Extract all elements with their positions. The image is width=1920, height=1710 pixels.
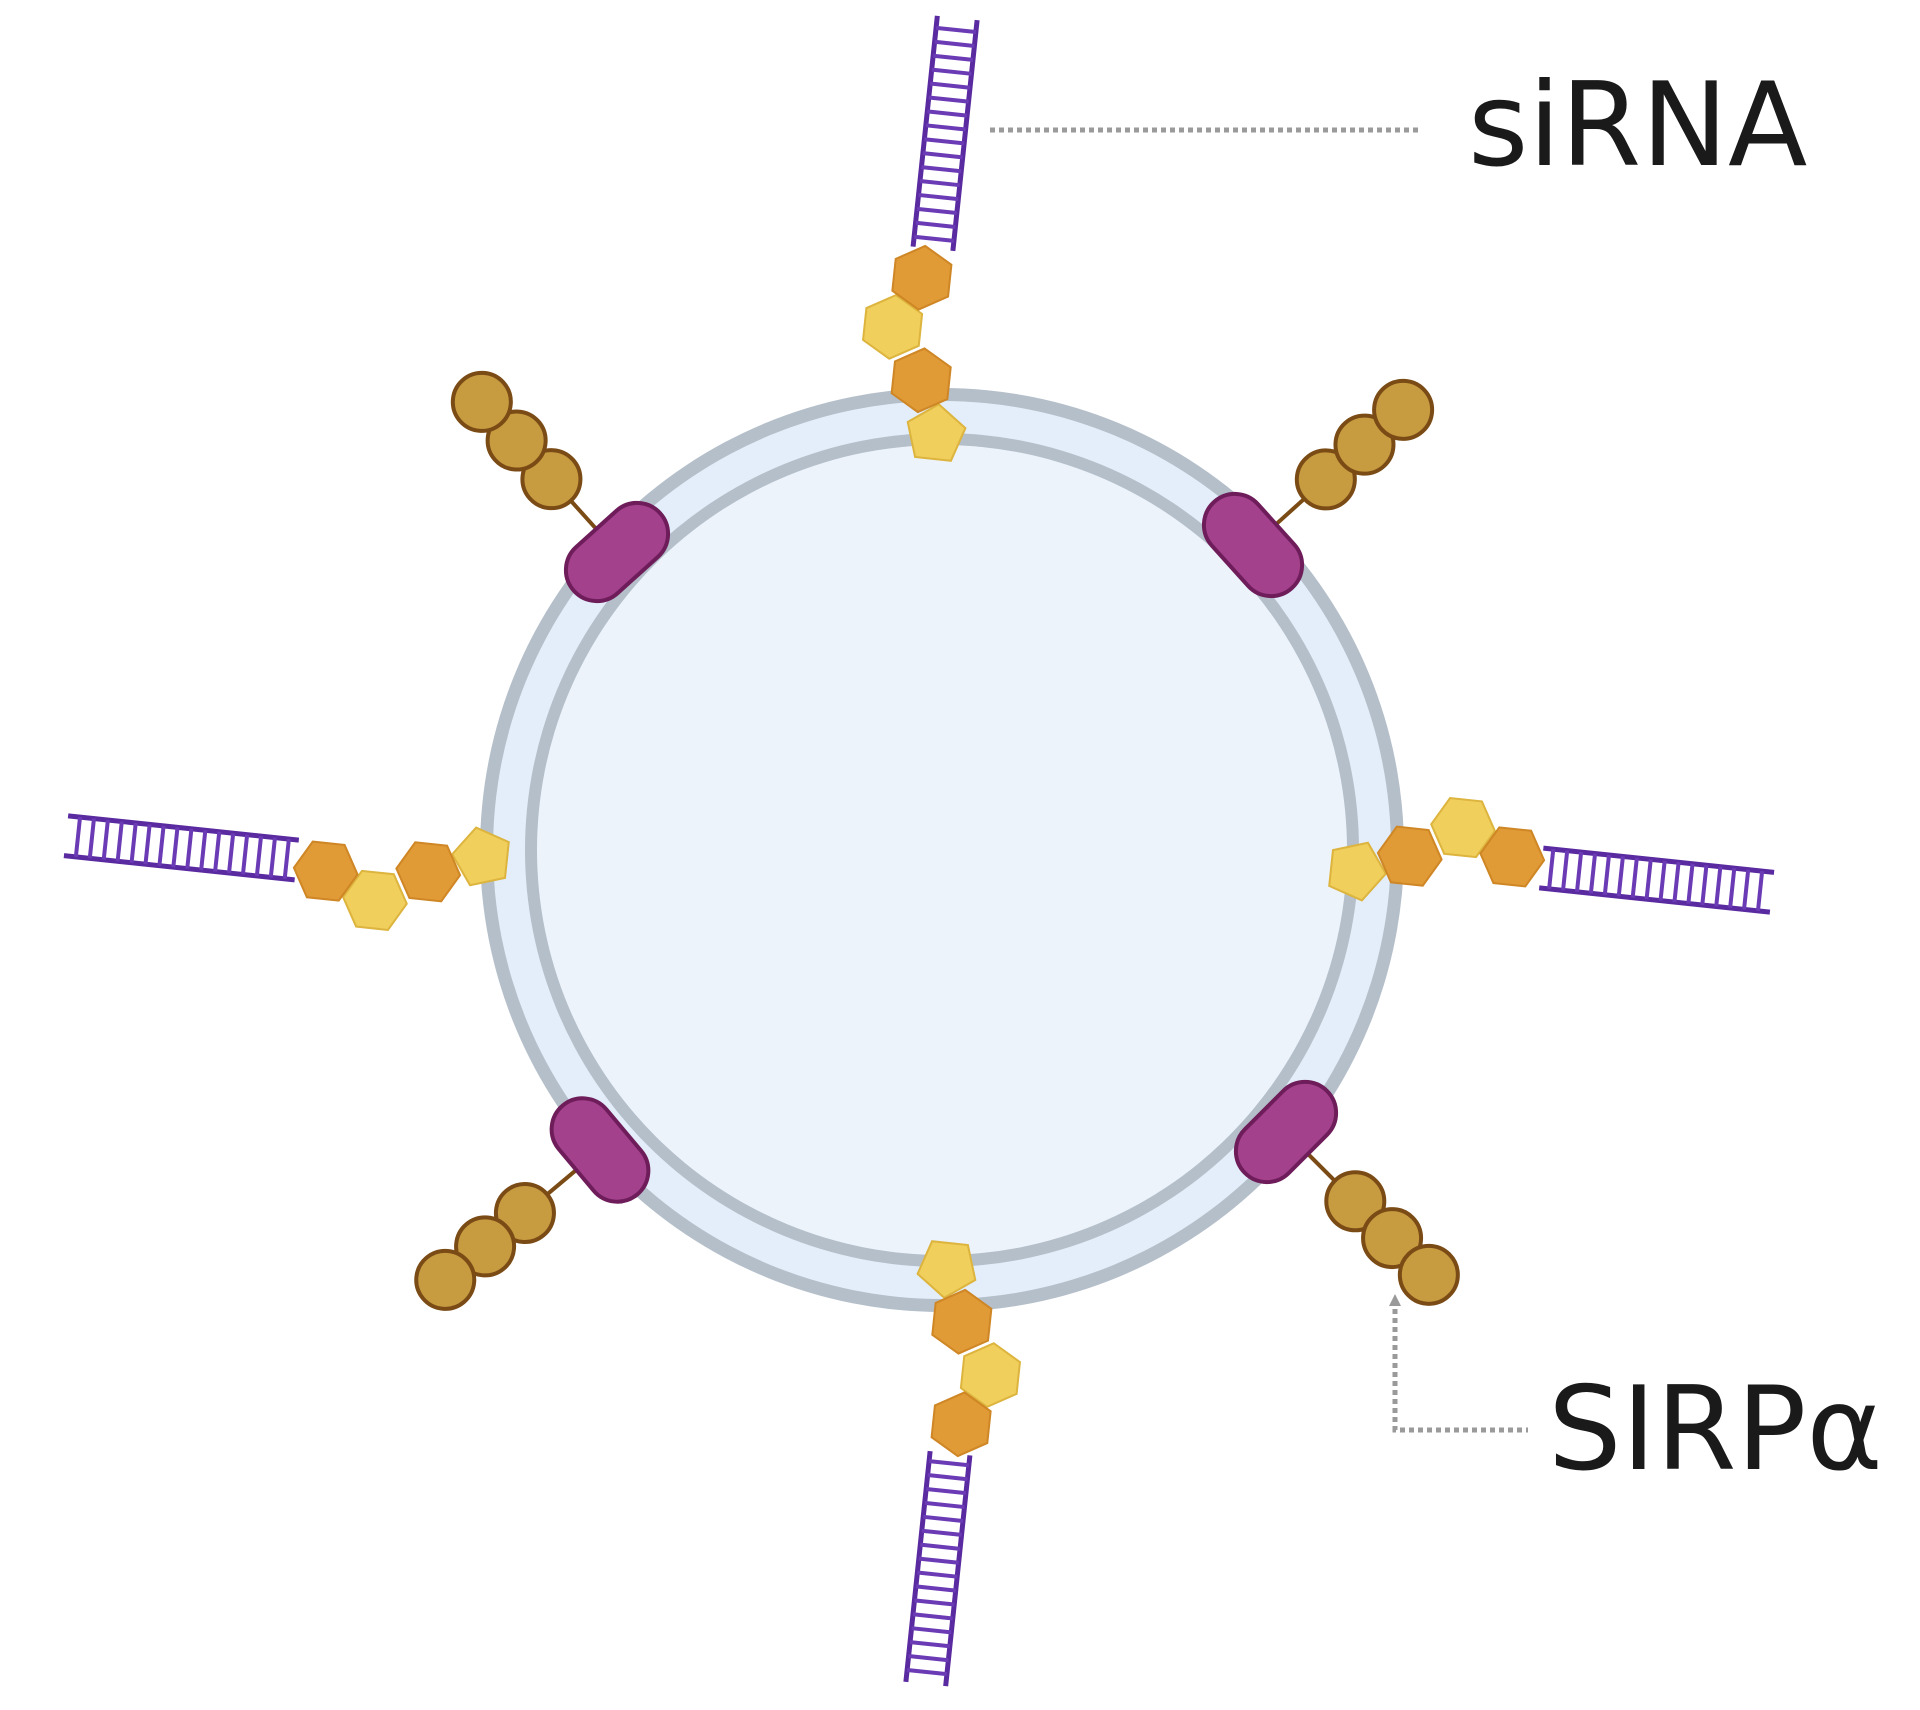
sirpa-receptor-bottom-left — [383, 1083, 664, 1345]
sirpa-receptor-top-right — [1189, 345, 1466, 611]
sirpa-leader-line — [1392, 1300, 1528, 1433]
sirpa-receptor-bottom-right — [1223, 1069, 1490, 1336]
nanoparticle — [480, 388, 1404, 1312]
sirpa-receptor-top-left — [417, 339, 683, 616]
sirna-conjugate-left — [60, 785, 510, 941]
sirpa-label: SIRPα — [1548, 1362, 1883, 1497]
sirpa-leader-arrowhead — [1389, 1294, 1401, 1306]
sirna-label: siRNA — [1468, 58, 1808, 193]
